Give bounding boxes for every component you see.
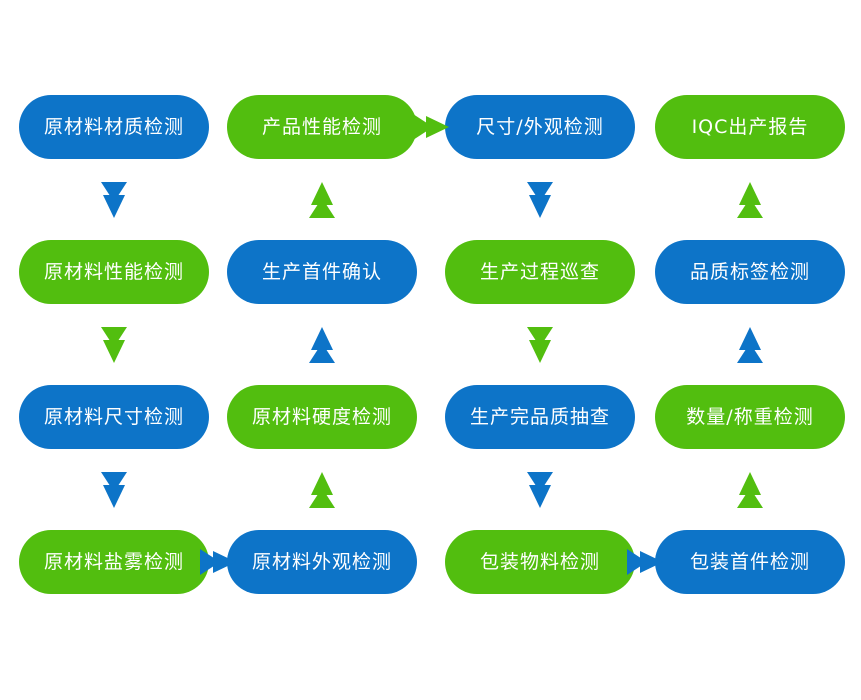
node-label: 品质标签检测	[689, 260, 810, 283]
arrow-up-icon	[737, 180, 763, 220]
arrow-up-icon	[309, 325, 335, 365]
node-r3c2[interactable]: 原材料硬度检测	[227, 385, 417, 449]
node-label: 包装物料检测	[479, 550, 600, 573]
node-r1c3[interactable]: 尺寸/外观检测	[445, 95, 635, 159]
node-label: 原材料外观检测	[251, 550, 392, 573]
arrow-down-icon	[527, 325, 553, 365]
arrow-up-icon	[309, 180, 335, 220]
node-label: IQC出产报告	[691, 115, 809, 138]
node-label: 原材料尺寸检测	[43, 405, 184, 428]
node-label: 尺寸/外观检测	[476, 115, 604, 138]
node-label: 生产首件确认	[261, 260, 382, 283]
node-label: 生产过程巡查	[479, 260, 600, 283]
arrow-down-icon	[527, 470, 553, 510]
arrow-up-icon	[737, 470, 763, 510]
node-r2c2[interactable]: 生产首件确认	[227, 240, 417, 304]
arrow-up-icon	[309, 470, 335, 510]
node-r1c4[interactable]: IQC出产报告	[655, 95, 845, 159]
node-r1c2[interactable]: 产品性能检测	[227, 95, 417, 159]
node-label: 数量/称重检测	[686, 405, 814, 428]
arrow-down-icon	[101, 180, 127, 220]
node-r2c1[interactable]: 原材料性能检测	[19, 240, 209, 304]
node-label: 原材料硬度检测	[251, 405, 392, 428]
arrow-up-icon	[737, 325, 763, 365]
node-r3c1[interactable]: 原材料尺寸检测	[19, 385, 209, 449]
node-r4c3[interactable]: 包装物料检测	[445, 530, 635, 594]
arrow-right-icon	[627, 542, 663, 582]
arrow-right-icon	[413, 107, 449, 147]
node-label: 生产完品质抽查	[469, 405, 610, 428]
node-r4c2[interactable]: 原材料外观检测	[227, 530, 417, 594]
node-r3c4[interactable]: 数量/称重检测	[655, 385, 845, 449]
node-r4c1[interactable]: 原材料盐雾检测	[19, 530, 209, 594]
node-r2c4[interactable]: 品质标签检测	[655, 240, 845, 304]
node-r4c4[interactable]: 包装首件检测	[655, 530, 845, 594]
node-label: 原材料性能检测	[43, 260, 184, 283]
node-label: 包装首件检测	[689, 550, 810, 573]
node-r1c1[interactable]: 原材料材质检测	[19, 95, 209, 159]
arrow-down-icon	[101, 470, 127, 510]
arrow-down-icon	[101, 325, 127, 365]
node-r2c3[interactable]: 生产过程巡查	[445, 240, 635, 304]
node-label: 原材料盐雾检测	[43, 550, 184, 573]
arrow-right-icon	[200, 542, 236, 582]
node-r3c3[interactable]: 生产完品质抽查	[445, 385, 635, 449]
node-label: 产品性能检测	[261, 115, 382, 138]
node-label: 原材料材质检测	[43, 115, 184, 138]
arrow-down-icon	[527, 180, 553, 220]
